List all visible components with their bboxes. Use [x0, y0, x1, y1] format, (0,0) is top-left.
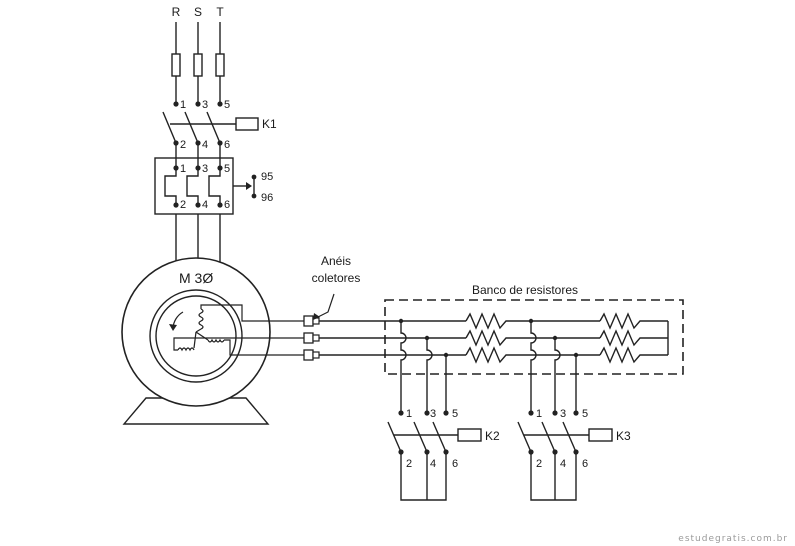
k3-taps — [528, 318, 579, 413]
relay-terminal-6: 6 — [224, 199, 230, 211]
k1-terminal-5: 5 — [224, 99, 230, 111]
resistor-bank-label: Banco de resistores — [472, 283, 578, 297]
resistor-r1-b — [465, 329, 600, 347]
k3-terminal-6: 6 — [582, 458, 588, 470]
slip-rings-label-line1: Anéis — [321, 254, 351, 268]
fuse-r — [171, 53, 181, 77]
relay-terminal-3: 3 — [202, 163, 208, 175]
k2-taps — [398, 318, 449, 413]
k2-label: K2 — [485, 429, 500, 443]
k1-coil — [235, 117, 259, 131]
k1-terminal-4: 4 — [202, 139, 208, 151]
k2-terminal-3: 3 — [430, 408, 436, 420]
slip-rings — [303, 293, 335, 361]
resistor-bank — [384, 299, 684, 375]
k1-terminal-6: 6 — [224, 139, 230, 151]
phase-label-r: R — [172, 5, 181, 19]
k2-coil — [457, 428, 482, 442]
k2-terminal-4: 4 — [430, 458, 436, 470]
k3-terminal-5: 5 — [582, 408, 588, 420]
k3-terminal-3: 3 — [560, 408, 566, 420]
k2-terminal-2: 2 — [406, 458, 412, 470]
resistor-bank-frame — [384, 299, 684, 375]
fuse-s — [193, 53, 203, 77]
rotor-winding-2 — [177, 347, 195, 352]
resistor-r2-a — [599, 312, 668, 330]
relay-contact-96: 96 — [261, 192, 273, 204]
k2-terminal-6: 6 — [452, 458, 458, 470]
contactor-k3 — [517, 410, 613, 501]
contactor-k1 — [162, 101, 259, 168]
resistor-r1-c — [465, 346, 600, 364]
resistor-r2-b — [599, 329, 668, 347]
k3-terminal-1: 1 — [536, 408, 542, 420]
k1-terminal-2: 2 — [180, 139, 186, 151]
k1-terminal-3: 3 — [202, 99, 208, 111]
contactor-k2 — [387, 410, 482, 501]
fuse-t — [215, 53, 225, 77]
relay-terminal-2: 2 — [180, 199, 186, 211]
relay-terminal-1: 1 — [180, 163, 186, 175]
slip-rings-label-line2: coletores — [312, 271, 361, 285]
relay-terminal-4: 4 — [202, 199, 208, 211]
watermark: estudegratis.com.br — [678, 534, 788, 544]
rotor-lines — [319, 320, 466, 356]
k1-terminal-1: 1 — [180, 99, 186, 111]
motor-rotor — [155, 295, 237, 377]
k2-terminal-1: 1 — [406, 408, 412, 420]
k2-terminal-5: 5 — [452, 408, 458, 420]
resistor-r1-a — [465, 312, 600, 330]
motor — [121, 257, 305, 425]
relay-contact-95: 95 — [261, 171, 273, 183]
rotor-winding-1 — [198, 308, 204, 330]
overload-relay — [154, 157, 257, 215]
fuses — [171, 22, 225, 104]
relay-terminal-5: 5 — [224, 163, 230, 175]
k3-terminal-2: 2 — [536, 458, 542, 470]
k1-label: K1 — [262, 117, 277, 131]
motor-base — [122, 397, 270, 425]
phase-label-s: S — [194, 5, 202, 19]
k3-coil — [588, 428, 613, 442]
motor-label: M 3Ø — [179, 270, 213, 286]
resistor-r2-c — [599, 346, 668, 364]
rotor-winding-3 — [207, 338, 225, 343]
motor-stator — [149, 289, 243, 383]
k3-terminal-4: 4 — [560, 458, 566, 470]
k3-label: K3 — [616, 429, 631, 443]
phase-label-t: T — [216, 5, 224, 19]
